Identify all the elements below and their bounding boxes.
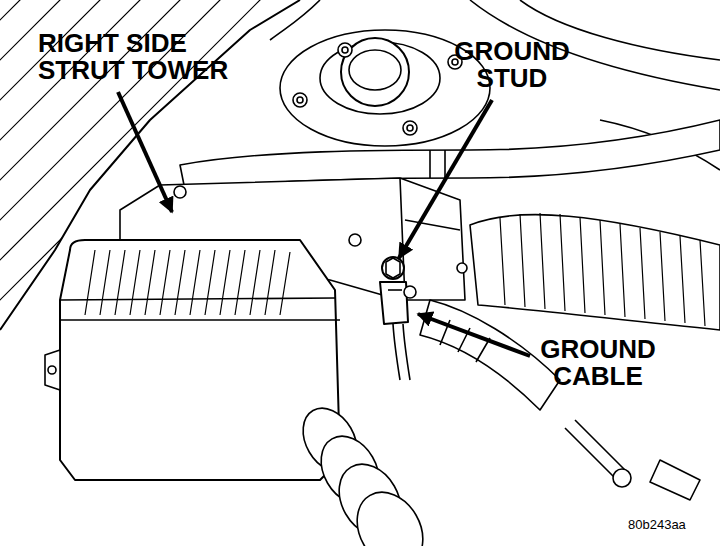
figure-code: 80b243aa (628, 518, 708, 532)
part-name: RIGHT SIDE STRUT TOWER (38, 30, 248, 85)
part-name: GROUND CABLE (518, 336, 678, 391)
part-name: GROUND STUD (432, 38, 592, 93)
